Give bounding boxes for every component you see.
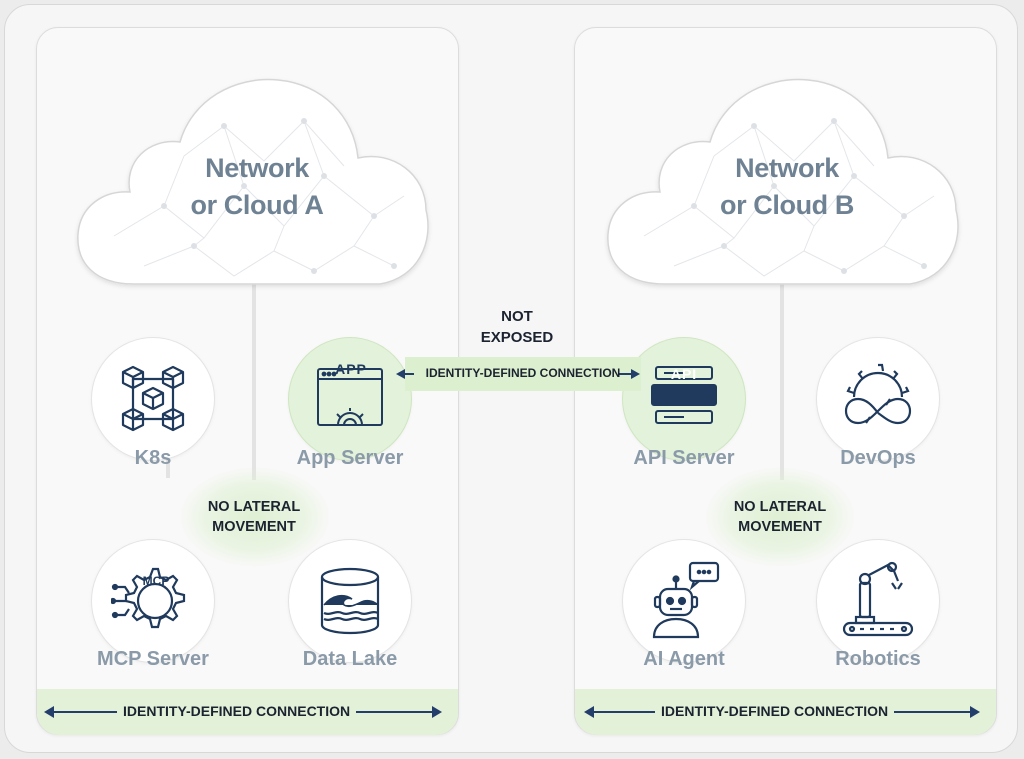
- no-lateral-a: NO LATERAL MOVEMENT: [174, 497, 334, 537]
- not-exposed-line2: EXPOSED: [480, 329, 554, 346]
- robot-arm-conveyor-icon: [842, 561, 914, 637]
- api-icon-text: API: [670, 366, 698, 382]
- cloud-b-title-line1: Network: [735, 153, 839, 183]
- mcp-server-node: [92, 540, 214, 662]
- app-server-node: [289, 338, 411, 460]
- k8s-label: K8s: [134, 447, 172, 469]
- cloud-b-title: Network or Cloud B: [677, 150, 897, 224]
- app-server-label: App Server: [296, 447, 404, 469]
- connector-line-a-main: [252, 280, 256, 480]
- kubernetes-cubes-icon: [121, 365, 185, 432]
- devops-infinity-gear-icon: [844, 363, 912, 425]
- connection-label-a: IDENTITY-DEFINED CONNECTION: [117, 703, 357, 719]
- k8s-node: [92, 338, 214, 460]
- connection-label-b: IDENTITY-DEFINED CONNECTION: [655, 703, 895, 719]
- api-stack-icon: [651, 366, 717, 424]
- mcp-gear-icon: [111, 567, 186, 629]
- no-lateral-a-line2: MOVEMENT: [212, 519, 296, 535]
- app-icon-text: APP: [335, 361, 367, 377]
- data-lake-cylinder-icon: [320, 567, 380, 635]
- cloud-a-title-line1: Network: [205, 153, 309, 183]
- data-lake-node: [289, 540, 411, 662]
- robotics-node: [817, 540, 939, 662]
- not-exposed-label: NOT EXPOSED: [455, 306, 579, 348]
- app-window-gear-icon: [317, 368, 383, 426]
- no-lateral-b-line1: NO LATERAL: [733, 499, 827, 515]
- cloud-a-title: Network or Cloud A: [147, 150, 367, 224]
- connector-line-b-main: [780, 280, 784, 480]
- data-lake-label: Data Lake: [302, 648, 398, 670]
- not-exposed-line1: NOT: [501, 308, 533, 325]
- center-connection-label-bg: [414, 364, 618, 384]
- no-lateral-glow-a: [180, 467, 330, 567]
- no-lateral-glow-b: [705, 467, 855, 567]
- mcp-server-label: MCP Server: [97, 648, 209, 670]
- center-connection-label: IDENTITY-DEFINED CONNECTION: [425, 366, 621, 380]
- robotics-label: Robotics: [835, 648, 921, 670]
- api-server-label: API Server: [633, 447, 735, 469]
- cloud-a-shape: [77, 78, 429, 285]
- cloud-b-shape: [607, 78, 959, 285]
- devops-node: [817, 338, 939, 460]
- api-server-node: [623, 338, 745, 460]
- mcp-icon-text: MCP: [142, 574, 170, 588]
- no-lateral-b-line2: MOVEMENT: [738, 519, 822, 535]
- cloud-b-title-line2: or Cloud B: [720, 190, 854, 220]
- ai-agent-label: AI Agent: [643, 648, 725, 670]
- no-lateral-b: NO LATERAL MOVEMENT: [700, 497, 860, 537]
- robot-chat-icon: [652, 561, 720, 639]
- devops-label: DevOps: [840, 447, 916, 469]
- cloud-a-title-line2: or Cloud A: [190, 190, 324, 220]
- ai-agent-node: [623, 540, 745, 662]
- no-lateral-a-line1: NO LATERAL: [207, 499, 301, 515]
